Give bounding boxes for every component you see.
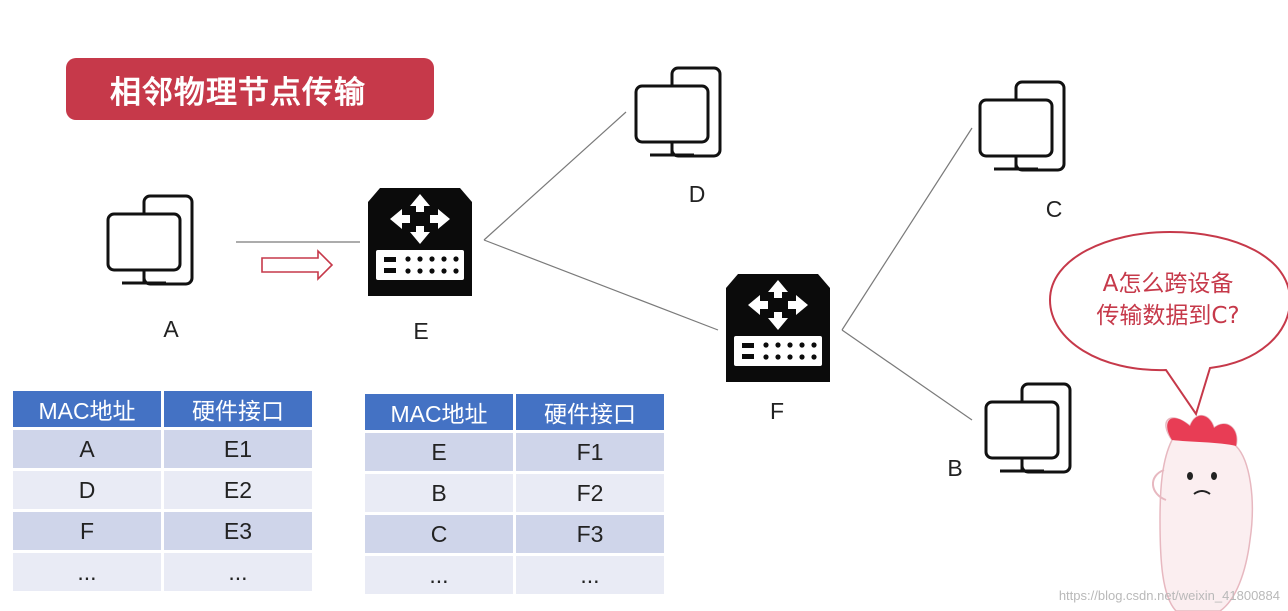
table-row: B F2 <box>365 474 664 512</box>
mascot-icon <box>1152 415 1254 611</box>
node-label-d: D <box>688 181 706 207</box>
table-cell: F <box>13 512 161 550</box>
node-label-b: B <box>947 455 963 481</box>
link-f-b <box>841 329 973 421</box>
table-cell: E1 <box>164 430 312 468</box>
table-row: ... ... <box>13 553 312 591</box>
table-cell: ... <box>365 556 513 594</box>
table-header: 硬件接口 <box>164 391 312 427</box>
computer-c-icon <box>978 80 1066 172</box>
watermark: https://blog.csdn.net/weixin_41800884 <box>1058 588 1280 603</box>
table-row: ... ... <box>365 556 664 594</box>
speech-bubble-text: A怎么跨设备 传输数据到C? <box>1068 268 1268 332</box>
title-badge: 相邻物理节点传输 <box>66 58 434 120</box>
table-cell: F2 <box>516 474 664 512</box>
bubble-line-2: 传输数据到C? <box>1096 303 1240 329</box>
table-row: F E3 <box>13 512 312 550</box>
links <box>236 111 973 421</box>
table-cell: F3 <box>516 515 664 553</box>
mac-table-e: MAC地址 硬件接口 A E1 D E2 F E3 ... ... <box>10 388 315 594</box>
computer-d-icon <box>634 66 722 158</box>
table-cell: E <box>365 433 513 471</box>
transmit-arrow-icon <box>261 249 334 281</box>
table-header: 硬件接口 <box>516 394 664 430</box>
table-row: A E1 <box>13 430 312 468</box>
bubble-line-1: A怎么跨设备 <box>1102 271 1234 297</box>
speech-bubble <box>1048 230 1288 417</box>
table-header: MAC地址 <box>365 394 513 430</box>
table-row: E F1 <box>365 433 664 471</box>
link-e-d <box>483 111 627 241</box>
table-cell: E3 <box>164 512 312 550</box>
table-cell: D <box>13 471 161 509</box>
table-cell: B <box>365 474 513 512</box>
node-label-c: C <box>1045 196 1063 222</box>
mac-table-f: MAC地址 硬件接口 E F1 B F2 C F3 ... ... <box>362 391 667 597</box>
table-header: MAC地址 <box>13 391 161 427</box>
router-f-icon <box>726 274 830 382</box>
table-row: C F3 <box>365 515 664 553</box>
table-cell: C <box>365 515 513 553</box>
link-f-c <box>841 127 973 331</box>
node-label-e: E <box>413 318 429 344</box>
table-cell: ... <box>516 556 664 594</box>
link-e-f <box>483 239 719 331</box>
table-cell: F1 <box>516 433 664 471</box>
node-label-f: F <box>769 398 785 424</box>
computer-a-icon <box>106 194 194 286</box>
table-cell: A <box>13 430 161 468</box>
computer-b-icon <box>984 382 1072 474</box>
table-row: D E2 <box>13 471 312 509</box>
router-e-icon <box>368 188 472 296</box>
table-cell: ... <box>164 553 312 591</box>
table-cell: ... <box>13 553 161 591</box>
table-cell: E2 <box>164 471 312 509</box>
diagram-title: 相邻物理节点传输 <box>110 74 366 111</box>
node-label-a: A <box>163 316 179 342</box>
